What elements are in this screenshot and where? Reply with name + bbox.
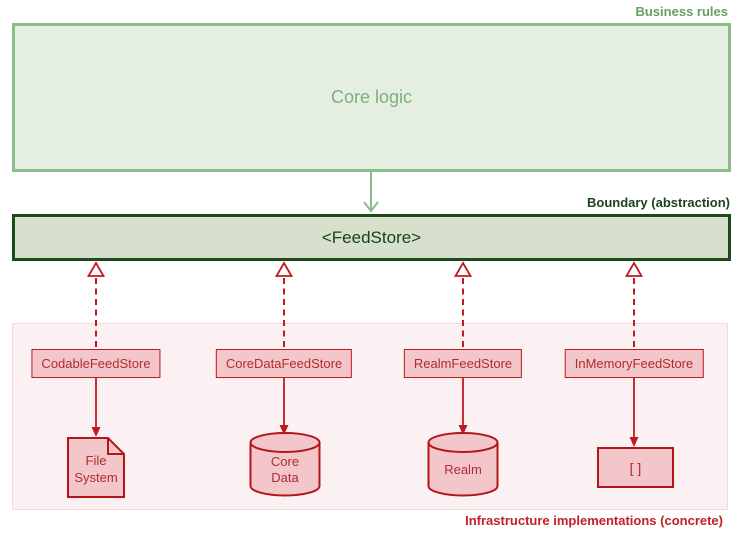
- business-rules-label: Business rules: [635, 4, 729, 19]
- implementation-label: InMemoryFeedStore: [574, 356, 694, 371]
- implementation-box-coredata: CoreDataFeedStore: [215, 349, 353, 378]
- inheritance-arrow-icon: [624, 261, 644, 350]
- core-logic-box: Core logic: [12, 23, 731, 172]
- implementation-label: CodableFeedStore: [41, 356, 151, 371]
- implementation-box-realm: RealmFeedStore: [403, 349, 523, 378]
- feedstore-label: <FeedStore>: [321, 227, 422, 247]
- implementation-box-inmemory: InMemoryFeedStore: [564, 349, 704, 378]
- data-arrow-icon: [629, 378, 639, 447]
- realm-cylinder-icon: [427, 432, 499, 497]
- array-label: [ ]: [629, 459, 642, 476]
- file-system-document-icon: [67, 437, 125, 498]
- data-arrow-icon: [458, 378, 468, 435]
- inheritance-arrow-icon: [453, 261, 473, 350]
- infrastructure-label: Infrastructure implementations (concrete…: [465, 513, 723, 528]
- dependency-arrow-icon: [363, 172, 379, 213]
- core-logic-label: Core logic: [330, 87, 413, 107]
- in-memory-array-box: [ ]: [597, 447, 674, 488]
- inheritance-arrow-icon: [274, 261, 294, 350]
- implementation-label: CoreDataFeedStore: [225, 356, 343, 371]
- inheritance-arrow-icon: [86, 261, 106, 350]
- implementation-box-codable: CodableFeedStore: [31, 349, 161, 378]
- data-arrow-icon: [279, 378, 289, 435]
- boundary-label: Boundary (abstraction): [586, 195, 730, 210]
- feedstore-boundary-box: <FeedStore>: [12, 214, 731, 261]
- core-data-cylinder-icon: [249, 432, 321, 497]
- data-arrow-icon: [91, 378, 101, 437]
- implementation-label: RealmFeedStore: [413, 356, 513, 371]
